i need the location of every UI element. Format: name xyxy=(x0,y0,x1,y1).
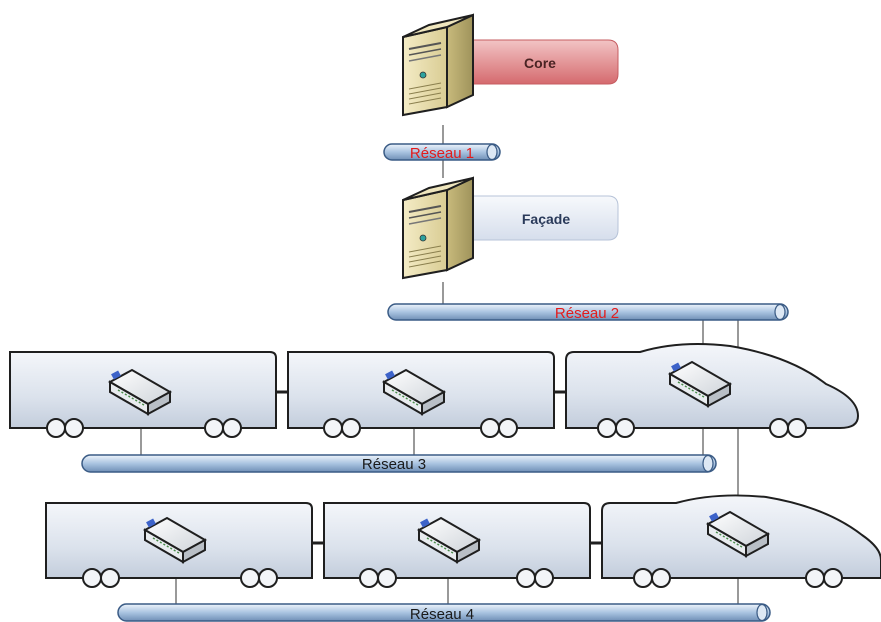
network-label-3: Réseau 3 xyxy=(362,456,426,473)
train-locomotive xyxy=(601,494,881,588)
network-label-2: Réseau 2 xyxy=(555,305,619,322)
train-car xyxy=(45,502,313,588)
core-label: Core xyxy=(524,55,556,71)
train-1 xyxy=(9,343,860,438)
server-icon xyxy=(402,177,474,279)
train-car xyxy=(323,502,591,588)
server-icon xyxy=(402,14,474,116)
facade-node: Façade xyxy=(402,177,619,279)
facade-label: Façade xyxy=(522,211,570,227)
core-label-box xyxy=(469,39,619,85)
network-reseau-4: Réseau 4 xyxy=(117,603,771,622)
network-label-1: Réseau 1 xyxy=(410,145,474,162)
train-car xyxy=(287,351,555,438)
facade-label-box xyxy=(469,195,619,241)
network-reseau-2: Réseau 2 xyxy=(387,303,789,322)
network-reseau-1: Réseau 1 xyxy=(383,143,501,162)
train-car xyxy=(9,351,277,438)
train-2 xyxy=(45,494,881,588)
core-node: Core xyxy=(402,14,619,116)
network-label-4: Réseau 4 xyxy=(410,606,474,622)
train-locomotive xyxy=(565,343,860,438)
network-reseau-3: Réseau 3 xyxy=(81,454,717,473)
